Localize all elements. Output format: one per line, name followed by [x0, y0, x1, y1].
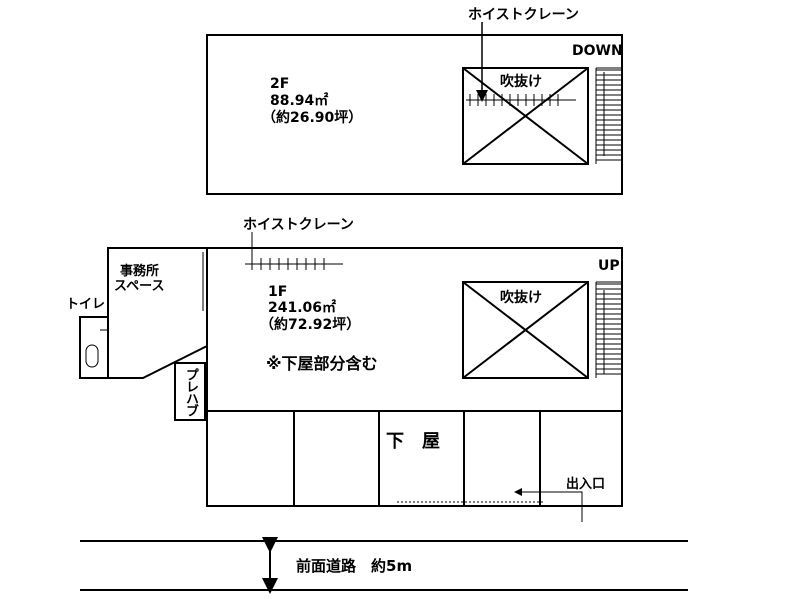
floor-tsubo-2f: （約26.90坪）: [262, 110, 363, 126]
office-label-2: スペース: [114, 279, 165, 294]
void-label-1f: 吹抜け: [500, 290, 542, 306]
floor-1f: [79, 232, 623, 522]
road-label: 前面道路 約5m: [296, 557, 413, 575]
shed-outline: [206, 410, 623, 507]
hoist-crane-rail-1f: [245, 258, 343, 270]
hoist-crane-label-1f: ホイストクレーン: [243, 217, 354, 233]
floor-2f: [206, 22, 623, 195]
office-label-1: 事務所: [120, 264, 160, 279]
void-label-2f: 吹抜け: [500, 74, 542, 90]
stairs-1f: [595, 281, 622, 378]
front-road: [80, 537, 688, 594]
void-1f: [462, 281, 589, 379]
entrance-label: 出入口: [566, 477, 606, 492]
floor-note-1f: ※下屋部分含む: [266, 354, 378, 373]
floor-tsubo-1f: （約72.92坪）: [260, 317, 361, 333]
entrance-arrow: [514, 488, 583, 522]
hoist-crane-label-2f: ホイストクレーン: [468, 7, 579, 23]
toilet-room: [79, 316, 108, 379]
prefab-label: プレハブ: [183, 368, 198, 416]
floor-label-2f: 2F: [270, 76, 290, 92]
stair-label-2f: DOWN: [572, 43, 623, 59]
void-2f: [462, 67, 589, 165]
prefab-box: [174, 362, 206, 421]
floor-label-1f: 1F: [268, 284, 288, 300]
floor-area-1f: 241.06㎡: [268, 300, 337, 316]
shed-label: 下屋: [386, 431, 458, 452]
floor-area-2f: 88.94㎡: [270, 93, 329, 109]
stair-label-1f: UP: [598, 258, 620, 274]
stairs-2f: [595, 67, 622, 164]
toilet-label: トイレ: [66, 297, 106, 313]
